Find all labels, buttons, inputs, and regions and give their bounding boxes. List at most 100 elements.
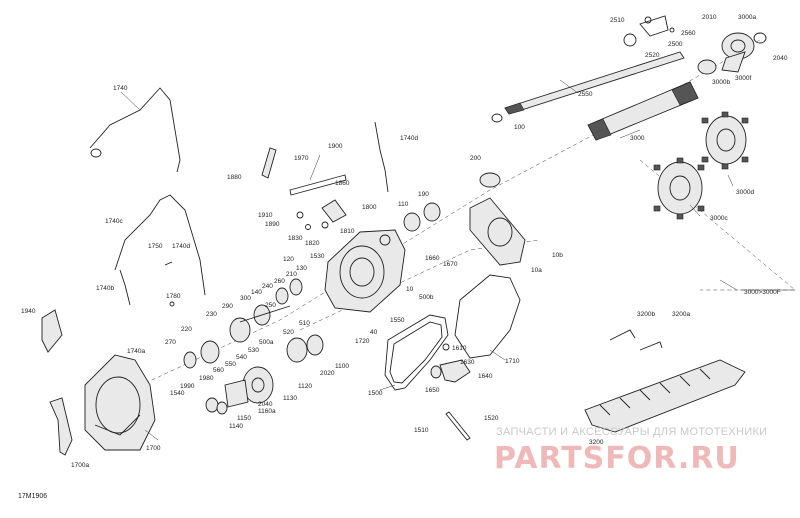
- callout-2020: 2020: [320, 370, 335, 377]
- callout-1510: 1510: [414, 427, 429, 434]
- callout-2510: 2510: [610, 17, 625, 24]
- callout-290: 290: [222, 303, 233, 310]
- callout-1100: 1100: [335, 363, 349, 370]
- callout-3000f: 3000f: [735, 75, 751, 82]
- callout-3000d: 3000d: [736, 189, 754, 196]
- callout-1880: 1880: [227, 174, 242, 181]
- bearing-200: [479, 172, 501, 188]
- callout-3000b: 3000b: [712, 79, 730, 86]
- callout-1810: 1810: [340, 228, 355, 235]
- diagram-code: 17M1906: [18, 493, 47, 500]
- callout-510: 510: [299, 320, 310, 327]
- sprocket-3000d: [701, 111, 749, 170]
- callout-3000c: 3000c: [710, 215, 728, 222]
- callout-190: 190: [418, 191, 429, 198]
- callout-1670: 1670: [443, 261, 458, 268]
- callout-520: 520: [283, 329, 294, 336]
- callout-1650: 1650: [425, 387, 440, 394]
- chain-1500: [384, 314, 449, 391]
- callout-3200: 3200: [589, 439, 604, 446]
- callout-1970: 1970: [294, 155, 309, 162]
- callout-1740a: 1740a: [127, 348, 145, 355]
- callout-2040-lower: 2040: [258, 401, 273, 408]
- callout-1520: 1520: [484, 415, 499, 422]
- callout-1750: 1750: [148, 243, 163, 250]
- callout-1160a: 1160a: [258, 408, 276, 415]
- track-3200: [584, 329, 746, 433]
- callout-2520: 2520: [645, 52, 660, 59]
- callout-1700: 1700: [146, 445, 161, 452]
- callout-100: 100: [514, 124, 525, 131]
- callout-1710: 1710: [505, 358, 520, 365]
- callout-260: 260: [274, 278, 285, 285]
- callout-3200a: 3200a: [672, 311, 690, 318]
- callout-1530: 1530: [310, 253, 325, 260]
- gear-stack: [183, 278, 324, 415]
- cable-1740: [89, 87, 181, 173]
- shift-linkage-1900: [164, 147, 347, 307]
- callout-1130: 1130: [283, 395, 297, 402]
- callout-2010: 2010: [702, 14, 717, 21]
- callout-40: 40: [370, 329, 378, 336]
- callout-540: 540: [236, 354, 247, 361]
- callout-140: 140: [251, 289, 262, 296]
- callout-500b: 500b: [419, 294, 434, 301]
- callout-1700a: 1700a: [71, 462, 89, 469]
- callout-1540: 1540: [170, 390, 185, 397]
- callout-1940: 1940: [21, 308, 36, 315]
- callout-1610: 1610: [452, 345, 467, 352]
- callout-2500: 2500: [668, 41, 683, 48]
- callout-110: 110: [398, 201, 409, 208]
- outer-cover-1700: [41, 309, 156, 456]
- shaft-2550: [491, 33, 685, 123]
- seal-110: [423, 202, 441, 222]
- callout-1150: 1150: [237, 415, 251, 422]
- callout-1500: 1500: [368, 390, 383, 397]
- callout-120: 120: [283, 256, 294, 263]
- callout-250: 250: [265, 302, 276, 309]
- callout-10a: 10a: [531, 267, 542, 274]
- callout-220: 220: [181, 326, 192, 333]
- cover-10a: [469, 197, 526, 266]
- callout-240: 240: [262, 283, 273, 290]
- callout-3000a: 3000a: [738, 14, 756, 21]
- callout-1120: 1120: [298, 383, 312, 390]
- callout-1740d-top: 1740d: [400, 135, 418, 142]
- callout-1740b: 1740b: [96, 285, 114, 292]
- callout-560: 560: [213, 367, 224, 374]
- callout-3200b: 3200b: [637, 311, 655, 318]
- callout-2550: 2550: [578, 91, 593, 98]
- bearing-190: [403, 212, 421, 232]
- callout-530: 530: [248, 347, 259, 354]
- gasket-1710: [454, 274, 521, 359]
- callout-210: 210: [286, 271, 297, 278]
- watermark-tagline: ЗАПЧАСТИ И АКСЕССУАРЫ ДЛЯ МОТОТЕХНИКИ: [496, 426, 767, 438]
- cable-1740c: [114, 194, 206, 296]
- callout-10b: 10b: [552, 252, 563, 259]
- callout-1890: 1890: [265, 221, 280, 228]
- callout-3000: 3000: [630, 135, 645, 142]
- callout-1820: 1820: [305, 240, 320, 247]
- callout-1860: 1860: [335, 180, 350, 187]
- callout-1980: 1980: [199, 375, 214, 382]
- callout-130: 130: [296, 265, 307, 272]
- callout-1800: 1800: [362, 204, 377, 211]
- callout-1660: 1660: [425, 255, 440, 262]
- sprocket-3000c: [653, 157, 705, 220]
- callout-2040: 2040: [773, 55, 788, 62]
- cable-1740d-top: [374, 121, 389, 193]
- callout-550: 550: [225, 361, 236, 368]
- callout-300: 300: [240, 295, 251, 302]
- drive-flange-2010: [639, 15, 767, 73]
- callout-10: 10: [406, 286, 414, 293]
- callout-1990: 1990: [180, 383, 195, 390]
- callout-1140: 1140: [229, 423, 243, 430]
- pin-1520: [445, 411, 471, 441]
- callout-270: 270: [165, 339, 176, 346]
- callout-1640: 1640: [478, 373, 493, 380]
- callout-3000-3000f: 3000>3000F: [744, 289, 781, 296]
- callout-1630: 1630: [460, 359, 475, 366]
- cable-1740b: [119, 269, 131, 306]
- callout-1740c: 1740c: [105, 218, 123, 225]
